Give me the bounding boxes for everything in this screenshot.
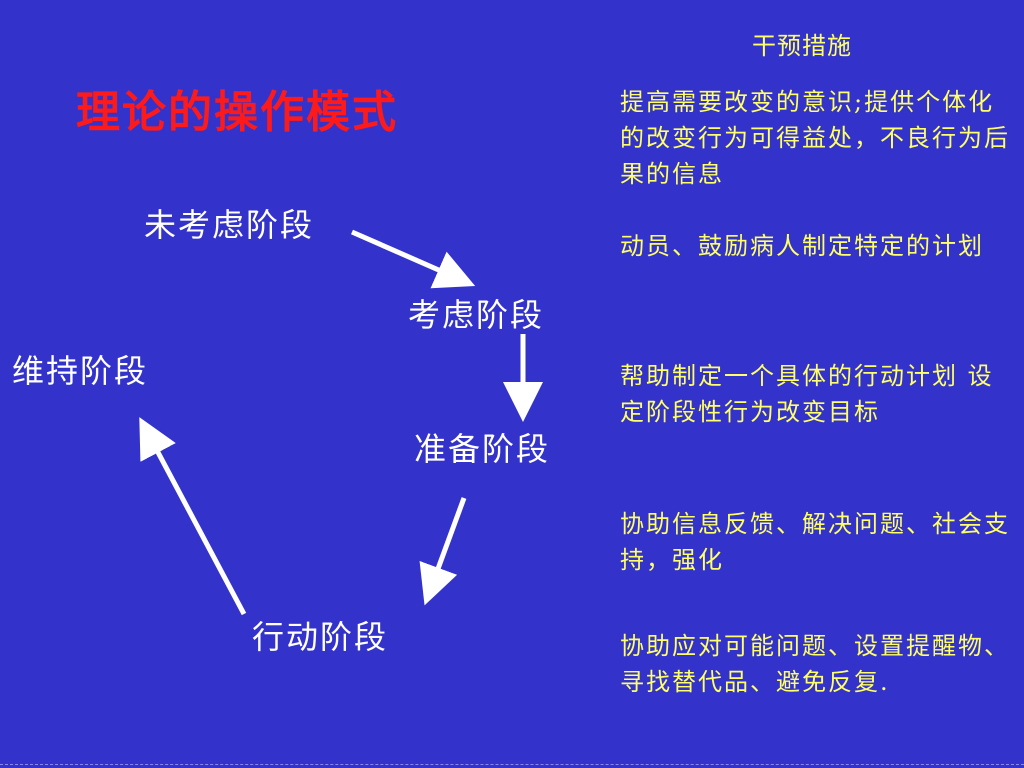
arrow-preparation-to-action [419,497,467,606]
stage-precontemplation: 未考虑阶段 [144,206,315,244]
slide-title: 理论的操作模式 [76,87,398,138]
intervention-contemplation: 动员、鼓励病人制定特定的计划 [620,232,984,260]
stage-preparation: 准备阶段 [414,430,551,468]
bottom-divider [0,764,1024,765]
intervention-precontemplation: 提高需要改变的意识;提供个体化的改变行为可得益处，不良行为后果的信息 [620,88,1010,188]
interventions-header: 干预措施 [752,32,852,60]
stage-action: 行动阶段 [252,618,389,656]
arrow-precontemplation-to-contemplation [350,229,476,289]
stage-maintenance: 维持阶段 [12,352,149,390]
arrow-action-to-maintenance [139,417,247,616]
intervention-action: 协助信息反馈、解决问题、社会支持，强化 [620,510,1010,574]
stage-contemplation: 考虑阶段 [408,296,545,334]
intervention-preparation: 帮助制定一个具体的行动计划 设定阶段性行为改变目标 [620,362,994,426]
intervention-maintenance: 协助应对可能问题、设置提醒物、寻找替代品、避免反复. [620,632,1010,696]
